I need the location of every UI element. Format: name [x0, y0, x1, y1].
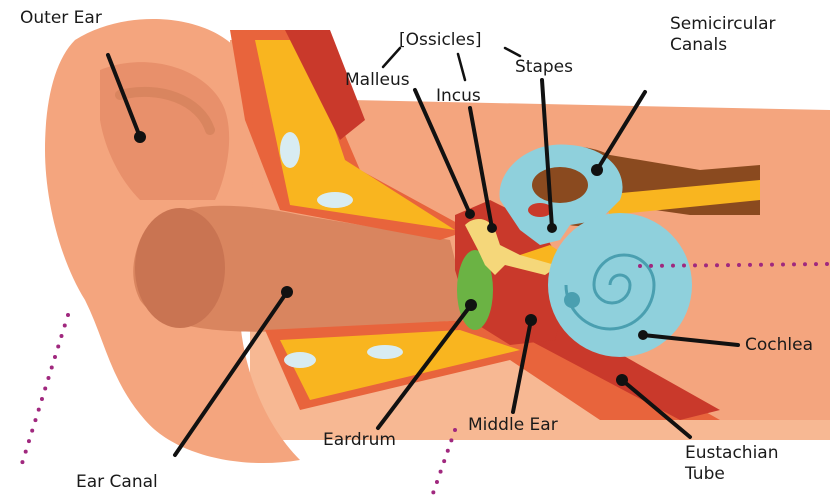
ear-canal-opening [135, 208, 225, 328]
leader-ossicles-malleus [383, 48, 400, 67]
lower-white-spot-1 [284, 352, 316, 368]
lower-white-spot-2 [367, 345, 403, 359]
dotted-line-bottom [430, 430, 455, 502]
label-eustachian-line1: Eustachian [685, 443, 779, 464]
semicircular-inner-1 [532, 167, 588, 203]
label-cochlea: Cochlea [745, 335, 813, 356]
label-outer-ear: Outer Ear [20, 8, 102, 29]
dot-ear-canal [281, 286, 293, 298]
label-eustachian-tube: Eustachian Tube [685, 443, 779, 485]
dot-eustachian [616, 374, 628, 386]
label-incus: Incus [436, 86, 481, 107]
dot-outer-ear [134, 131, 146, 143]
label-semicircular-canals: Semicircular Canals [670, 14, 775, 56]
label-stapes: Stapes [515, 57, 573, 78]
dot-semicircular [591, 164, 603, 176]
cochlea-shape [548, 213, 692, 357]
upper-white-spot-1 [280, 132, 300, 168]
leader-ossicles-incus [458, 54, 465, 80]
dot-cochlea [638, 330, 648, 340]
dotted-line-left [20, 315, 68, 470]
label-malleus: Malleus [345, 70, 410, 91]
semicircular-inner-2 [528, 203, 552, 217]
label-ear-canal: Ear Canal [76, 472, 158, 493]
label-ossicles: [Ossicles] [399, 30, 481, 51]
dot-incus [487, 223, 497, 233]
cochlea-oval [564, 292, 580, 308]
label-eustachian-line2: Tube [685, 464, 779, 485]
label-eardrum: Eardrum [323, 430, 396, 451]
dot-middle-ear [525, 314, 537, 326]
upper-white-spot-2 [317, 192, 353, 208]
label-semicircular-line2: Canals [670, 35, 775, 56]
leader-ossicles-stapes [505, 48, 520, 56]
label-semicircular-line1: Semicircular [670, 14, 775, 35]
label-middle-ear: Middle Ear [468, 415, 558, 436]
dot-stapes [547, 223, 557, 233]
dot-eardrum [465, 299, 477, 311]
dot-malleus [465, 209, 475, 219]
